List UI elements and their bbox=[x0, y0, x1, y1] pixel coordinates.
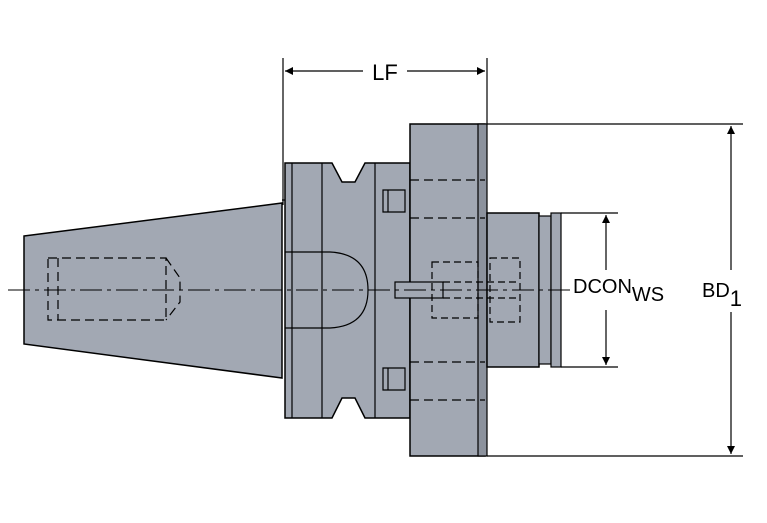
dcon-label: DCONWS bbox=[573, 276, 664, 306]
lf-label: LF bbox=[372, 60, 398, 85]
dcon-label-main: DCON bbox=[573, 276, 632, 298]
bd-label-subscript: 1 bbox=[730, 286, 742, 311]
dcon-label-subscript: WS bbox=[632, 284, 664, 306]
bolt-lower bbox=[382, 367, 406, 391]
bd-dimension bbox=[487, 123, 743, 457]
bd-label: BD1 bbox=[702, 280, 742, 311]
plate-hidden-lines bbox=[410, 179, 485, 401]
bd-label-main: BD bbox=[702, 280, 730, 302]
bolt-upper bbox=[382, 189, 406, 213]
dcon-dimension bbox=[561, 212, 618, 368]
lf-dimension bbox=[282, 58, 488, 205]
